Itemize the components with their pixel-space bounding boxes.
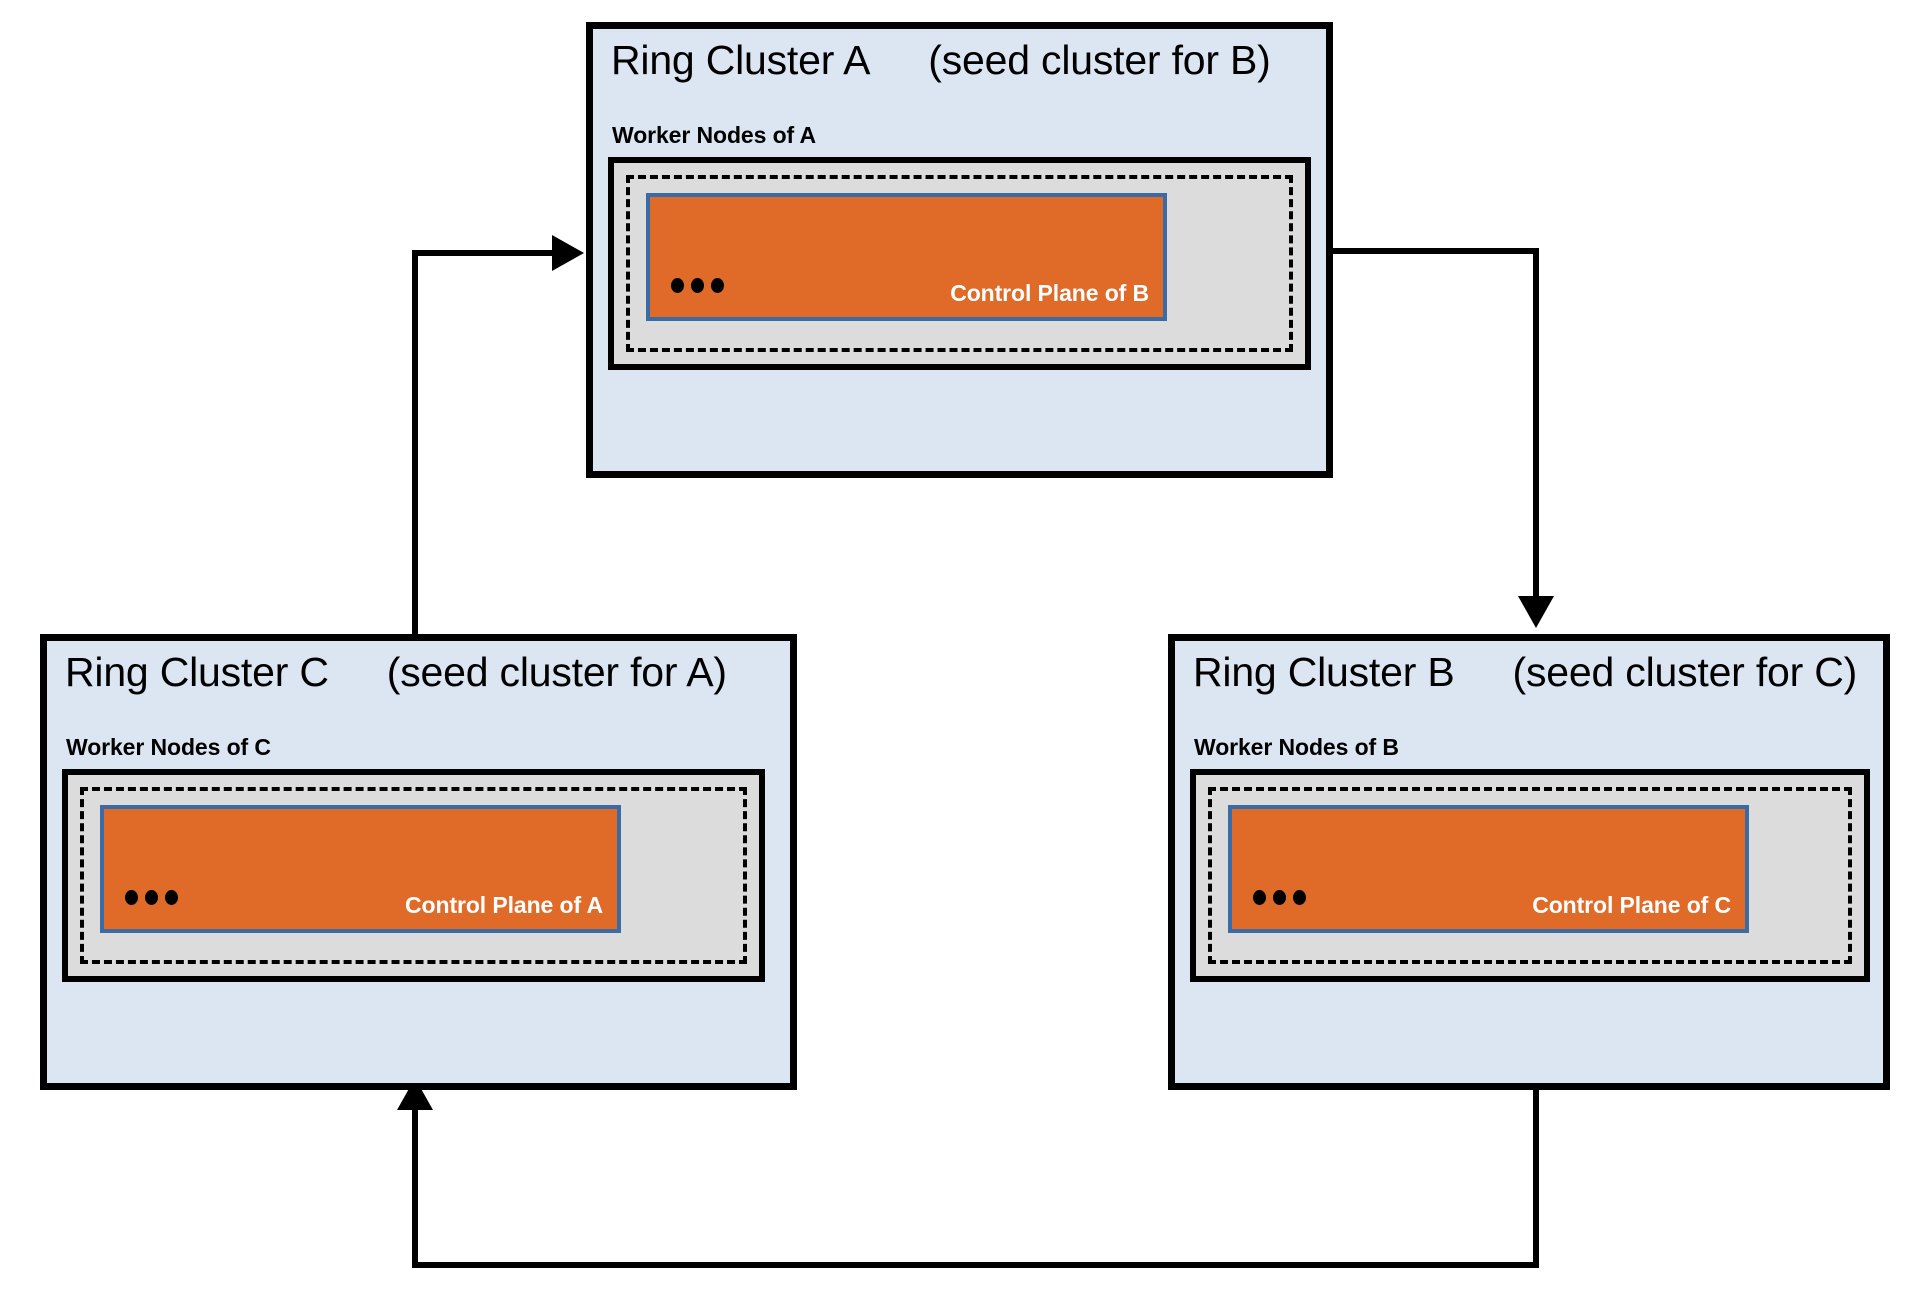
cluster-c-control-plane[interactable]: Control Plane of A	[100, 805, 621, 933]
cluster-a-ellipsis-icon	[671, 278, 724, 293]
cluster-b[interactable]: Ring Cluster B (seed cluster for C) Worke…	[1168, 634, 1890, 1090]
cluster-a-worker-label: Worker Nodes of A	[612, 122, 817, 148]
cluster-a-dashed-ring	[626, 175, 1293, 352]
connector-b-to-c-horizontal	[412, 1262, 1539, 1268]
connector-b-to-c-vertical-right	[1533, 1090, 1539, 1268]
cluster-c-name: Ring Cluster C	[65, 649, 329, 695]
cluster-a-control-plane-label: Control Plane of B	[950, 280, 1149, 306]
cluster-b-worker-label: Worker Nodes of B	[1194, 734, 1399, 760]
cluster-b-dashed-ring	[1208, 787, 1852, 964]
cluster-b-control-plane-label: Control Plane of C	[1532, 892, 1731, 918]
cluster-c-worker-frame: Control Plane of A	[62, 769, 765, 982]
cluster-b-control-plane[interactable]: Control Plane of C	[1228, 805, 1749, 933]
cluster-b-name: Ring Cluster B	[1193, 649, 1455, 695]
cluster-b-ellipsis-icon	[1253, 890, 1306, 905]
cluster-c-ellipsis-icon	[125, 890, 178, 905]
cluster-a[interactable]: Ring Cluster A (seed cluster for B) Worke…	[586, 22, 1333, 478]
cluster-c-title: Ring Cluster C (seed cluster for A)	[65, 649, 727, 696]
cluster-c-control-plane-label: Control Plane of A	[405, 892, 603, 918]
connector-a-to-b-vertical	[1533, 248, 1539, 600]
cluster-a-title: Ring Cluster A (seed cluster for B)	[611, 37, 1271, 84]
connector-c-to-a-horizontal	[412, 250, 556, 256]
cluster-b-seed-note: (seed cluster for C)	[1512, 649, 1858, 695]
cluster-c[interactable]: Ring Cluster C (seed cluster for A) Worke…	[40, 634, 797, 1090]
cluster-a-worker-frame: Control Plane of B	[608, 157, 1311, 370]
cluster-a-name: Ring Cluster A	[611, 37, 871, 83]
cluster-b-worker-frame: Control Plane of C	[1190, 769, 1870, 982]
arrowhead-into-cluster-b-icon	[1518, 596, 1554, 628]
cluster-a-seed-note: (seed cluster for B)	[928, 37, 1271, 83]
arrowhead-into-cluster-a-icon	[552, 235, 584, 271]
cluster-c-seed-note: (seed cluster for A)	[386, 649, 727, 695]
connector-a-to-b-horizontal	[1333, 248, 1539, 254]
connector-b-to-c-vertical-left	[412, 1108, 418, 1266]
cluster-c-worker-label: Worker Nodes of C	[66, 734, 271, 760]
cluster-b-title: Ring Cluster B (seed cluster for C)	[1193, 649, 1857, 696]
connector-c-to-a-vertical	[412, 250, 418, 640]
cluster-a-control-plane[interactable]: Control Plane of B	[646, 193, 1167, 321]
cluster-c-dashed-ring	[80, 787, 747, 964]
